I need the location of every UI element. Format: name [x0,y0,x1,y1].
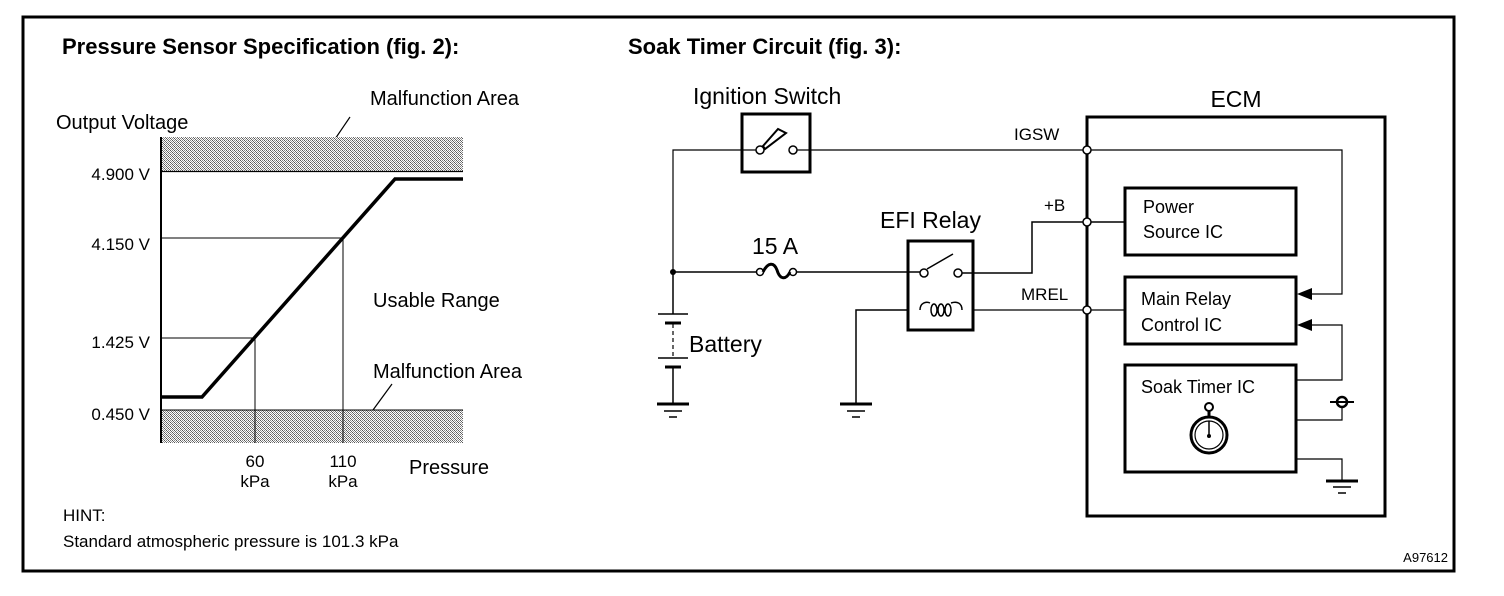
power-source-ic-label-line2: Source IC [1143,222,1223,242]
arrow-soak-to-main-relay [1297,319,1312,331]
terminal-plus-b [1082,217,1092,227]
ignition-switch-label: Ignition Switch [693,83,841,109]
wire-soak-to-backup [1296,408,1343,421]
main-relay-control-ic-box [1123,275,1298,346]
soak-timer-ic-label: Soak Timer IC [1141,377,1255,397]
y-tick-label: 4.150 V [91,235,150,254]
y-tick-label: 0.450 V [91,405,150,424]
wire-soak-to-main-relay [1296,324,1343,381]
ground-icon [657,402,689,418]
x-tick-value: 110 [329,452,356,471]
malfunction-lower-leader [372,383,393,411]
pressure-sensor-figure: Pressure Sensor Specification (fig. 2): … [56,34,523,551]
fuse-icon [755,262,798,280]
wire-coil-to-ground [855,309,908,404]
backup-power-terminal-icon [1330,395,1354,409]
x-axis-label: Pressure [409,457,489,479]
x-tick-unit: kPa [328,472,358,491]
outer-frame [21,15,1456,573]
wire-relay-to-plus-b [962,221,1083,274]
power-source-ic-box [1123,186,1298,257]
output-voltage-curve [161,177,463,399]
ignition-switch-box [740,112,812,174]
terminal-igsw-label: IGSW [1014,125,1059,144]
x-tick-value: 60 [246,452,265,471]
terminal-plus-b-label: +B [1044,196,1065,215]
y-axis-label: Output Voltage [56,112,188,134]
terminal-mrel-label: MREL [1021,285,1068,304]
main-relay-ic-label-line2: Control IC [1141,315,1222,335]
ground-icon [840,402,872,418]
relay-contact-icon [919,253,963,278]
ignition-switch-icon [755,127,798,155]
soak-timer-ic-box [1123,363,1298,474]
battery-icon [658,313,688,404]
battery-label: Battery [689,331,762,357]
ecm-box [1085,115,1387,518]
ground-icon [1326,479,1358,494]
fuse-label: 15 A [752,233,799,259]
wire-igsw-internal [1091,149,1343,295]
malfunction-area-upper [162,137,463,171]
hint-text: Standard atmospheric pressure is 101.3 k… [63,532,399,551]
figure-id: A97612 [1403,550,1448,565]
pressure-sensor-title: Pressure Sensor Specification (fig. 2): [62,34,459,59]
wire-igsw [672,149,756,272]
power-source-ic-label-line1: Power [1143,197,1194,217]
y-tick-label: 4.900 V [91,165,150,184]
soak-timer-circuit: Soak Timer Circuit (fig. 3): Ignition Sw… [628,34,1387,518]
wire-soak-to-ground [1296,458,1343,481]
main-relay-ic-label-line1: Main Relay [1141,289,1231,309]
stopwatch-icon [1189,402,1229,455]
terminal-mrel [1082,305,1092,315]
relay-coil-icon [919,301,963,317]
efi-relay-box [906,239,975,332]
soak-timer-title: Soak Timer Circuit (fig. 3): [628,34,901,59]
arrow-igsw-to-main-relay [1297,288,1312,300]
x-tick-unit: kPa [240,472,270,491]
efi-relay-label: EFI Relay [880,207,981,233]
malfunction-area-lower [162,410,463,443]
y-tick-label: 1.425 V [91,333,150,352]
usable-range-label: Usable Range [373,290,500,312]
malfunction-upper-label: Malfunction Area [370,88,520,110]
terminal-igsw [1082,145,1092,155]
ecm-label: ECM [1210,86,1261,112]
hint-title: HINT: [63,506,106,525]
malfunction-lower-label: Malfunction Area [373,361,523,383]
